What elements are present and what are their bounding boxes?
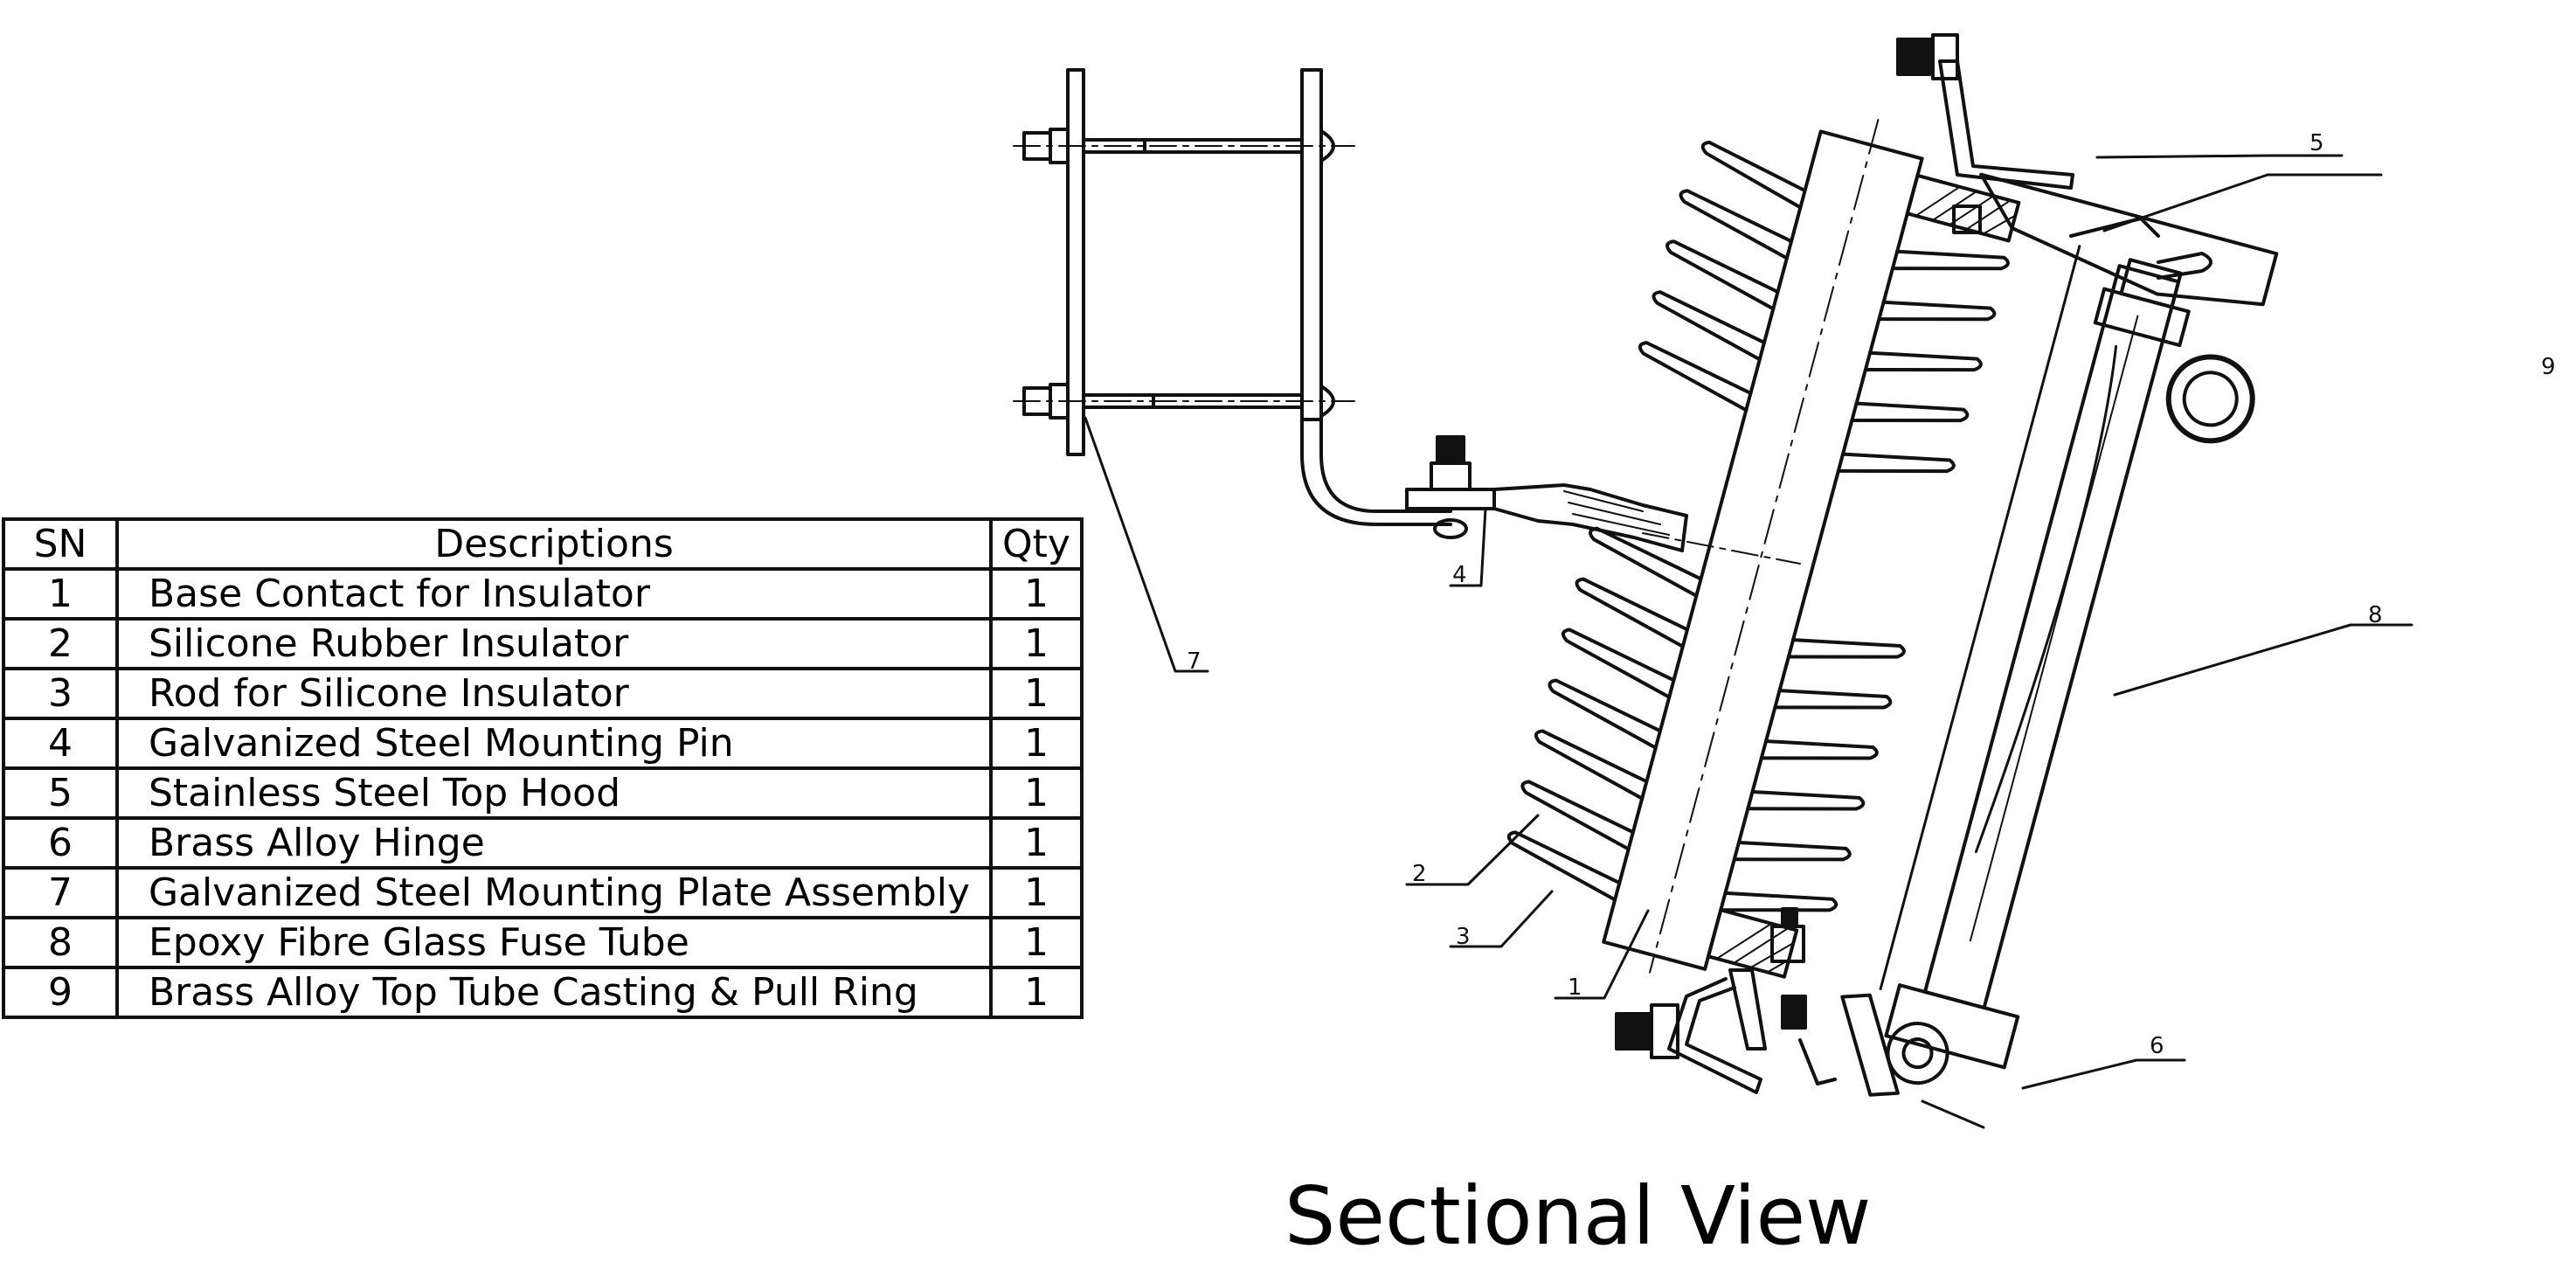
table-row: 4 Galvanized Steel Mounting Pin 1 bbox=[2, 717, 1084, 770]
row-qty: 1 bbox=[989, 567, 1084, 621]
table-row: 2 Silicone Rubber Insulator 1 bbox=[2, 617, 1084, 670]
row-sn: 2 bbox=[2, 617, 119, 670]
row-description: Brass Alloy Hinge bbox=[115, 816, 993, 870]
parts-table: SN Descriptions Qty 1 Base Contact for I… bbox=[2, 517, 1084, 1019]
callout-1: 1 bbox=[1568, 974, 1582, 1001]
row-sn: 9 bbox=[2, 966, 119, 1019]
drawing-caption: Sectional View bbox=[1285, 1169, 1872, 1263]
table-row: 6 Brass Alloy Hinge 1 bbox=[2, 816, 1084, 870]
header-description: Descriptions bbox=[115, 517, 993, 571]
row-description: Brass Alloy Top Tube Casting & Pull Ring bbox=[115, 966, 993, 1019]
callout-2: 2 bbox=[1412, 861, 1427, 887]
row-description: Stainless Steel Top Hood bbox=[115, 766, 993, 820]
row-sn: 1 bbox=[2, 567, 119, 621]
callout-7: 7 bbox=[1187, 648, 1201, 675]
row-qty: 1 bbox=[989, 816, 1084, 870]
callout-4: 4 bbox=[1452, 562, 1467, 588]
row-sn: 3 bbox=[2, 667, 119, 720]
silicone-rubber-insulator bbox=[1506, 119, 2279, 1097]
row-qty: 1 bbox=[989, 766, 1084, 820]
table-row: 1 Base Contact for Insulator 1 bbox=[2, 567, 1084, 621]
row-qty: 1 bbox=[989, 916, 1084, 969]
row-description: Rod for Silicone Insulator bbox=[115, 667, 993, 720]
leader-lines bbox=[1084, 154, 2413, 1090]
row-sn: 6 bbox=[2, 816, 119, 870]
table-row: 3 Rod for Silicone Insulator 1 bbox=[2, 667, 1084, 720]
callout-6: 6 bbox=[2150, 1033, 2164, 1059]
row-qty: 1 bbox=[989, 617, 1084, 670]
table-row: 8 Epoxy Fibre Glass Fuse Tube 1 bbox=[2, 916, 1084, 969]
callout-8: 8 bbox=[2368, 602, 2383, 628]
row-qty: 1 bbox=[989, 866, 1084, 919]
row-sn: 5 bbox=[2, 766, 119, 820]
row-qty: 1 bbox=[989, 966, 1084, 1019]
top-bracket bbox=[1896, 33, 2212, 280]
mounting-plate-assembly bbox=[1013, 68, 1452, 526]
callout-5: 5 bbox=[2309, 130, 2324, 156]
table-row: 5 Stainless Steel Top Hood 1 bbox=[2, 766, 1084, 820]
row-qty: 1 bbox=[989, 717, 1084, 770]
row-qty: 1 bbox=[989, 667, 1084, 720]
row-sn: 7 bbox=[2, 866, 119, 919]
row-sn: 4 bbox=[2, 717, 119, 770]
row-description: Silicone Rubber Insulator bbox=[115, 617, 993, 670]
row-description: Base Contact for Insulator bbox=[115, 567, 993, 621]
header-sn: SN bbox=[2, 517, 119, 571]
row-description: Epoxy Fibre Glass Fuse Tube bbox=[115, 916, 993, 969]
row-description: Galvanized Steel Mounting Pin bbox=[115, 717, 993, 770]
table-row: 9 Brass Alloy Top Tube Casting & Pull Ri… bbox=[2, 966, 1084, 1019]
row-sn: 8 bbox=[2, 916, 119, 969]
base-contact bbox=[1615, 907, 1985, 1129]
mounting-pin bbox=[1405, 435, 1801, 565]
table-header-row: SN Descriptions Qty bbox=[2, 517, 1084, 571]
table-row: 7 Galvanized Steel Mounting Plate Assemb… bbox=[2, 866, 1084, 919]
callout-9: 9 bbox=[2541, 354, 2556, 380]
header-qty: Qty bbox=[989, 517, 1084, 571]
row-description: Galvanized Steel Mounting Plate Assembly bbox=[115, 866, 993, 919]
callout-3: 3 bbox=[1456, 924, 1471, 950]
